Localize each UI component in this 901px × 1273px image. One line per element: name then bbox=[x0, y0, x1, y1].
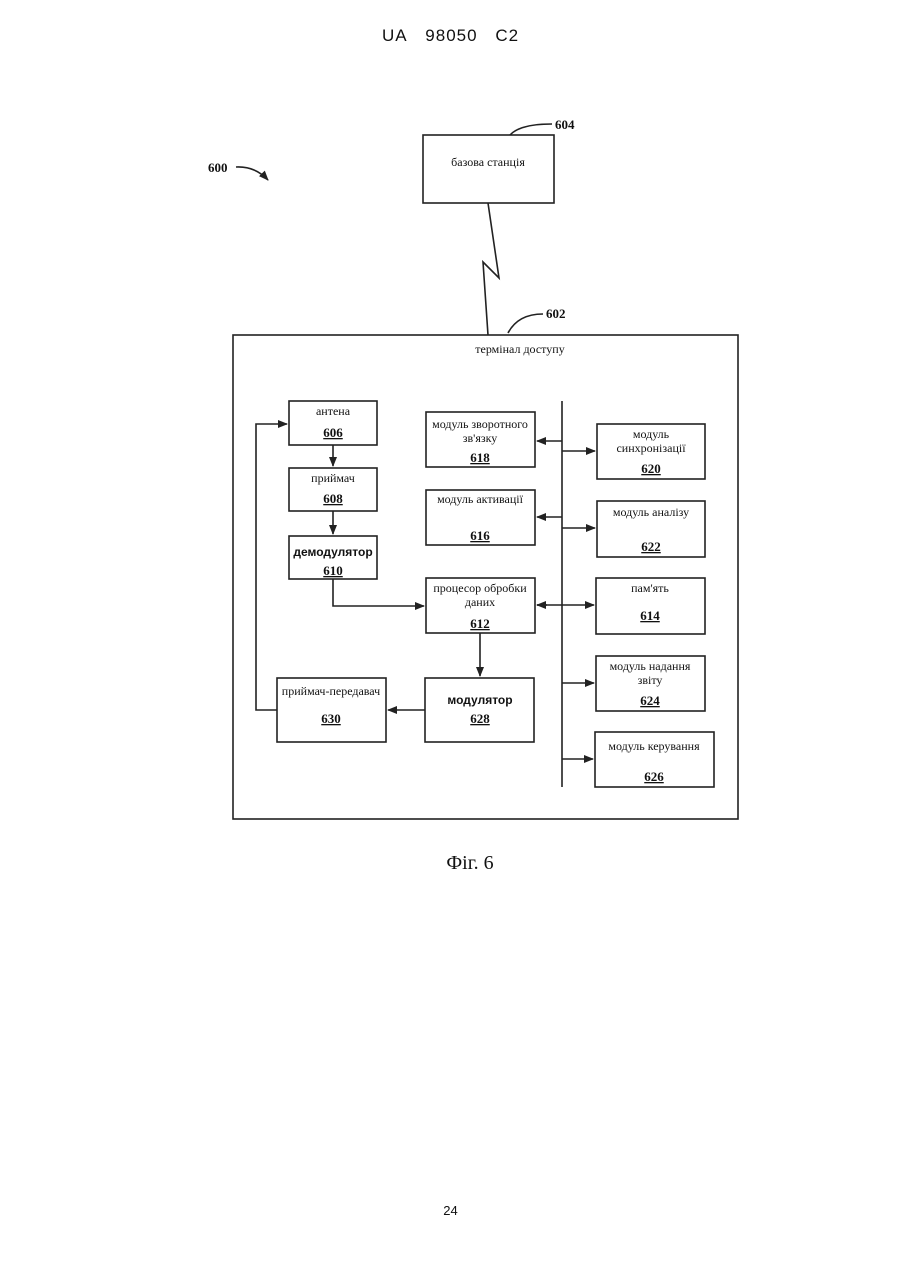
base-station-box bbox=[423, 135, 554, 203]
processor-number: 612 bbox=[470, 616, 490, 631]
feedback-label-line1: модуль зворотного bbox=[432, 417, 528, 431]
ref-602: 602 bbox=[546, 306, 566, 321]
control-label: модуль керування bbox=[608, 739, 700, 753]
ref-600-arrow bbox=[236, 167, 268, 180]
figure-caption: Фіг. 6 bbox=[0, 852, 901, 875]
receiver-label: приймач bbox=[311, 471, 355, 485]
activation-label: модуль активації bbox=[437, 492, 524, 506]
ref-604: 604 bbox=[555, 117, 575, 132]
report-number: 624 bbox=[640, 693, 660, 708]
analysis-number: 622 bbox=[641, 539, 661, 554]
transceiver-to-antenna-arrow bbox=[256, 424, 287, 710]
antenna-number: 606 bbox=[323, 425, 343, 440]
memory-label: пам'ять bbox=[631, 581, 669, 595]
ref-604-leader bbox=[510, 124, 552, 135]
transceiver-number: 630 bbox=[321, 711, 341, 726]
demodulator-label: демодулятор bbox=[293, 545, 372, 559]
demodulator-to-processor-arrow bbox=[333, 579, 424, 606]
report-label-line2: звіту bbox=[638, 673, 663, 687]
analysis-label: модуль аналізу bbox=[613, 505, 689, 519]
page-number: 24 bbox=[0, 1203, 901, 1218]
sync-number: 620 bbox=[641, 461, 661, 476]
sync-label-line2: синхронізації bbox=[616, 441, 686, 455]
processor-label-line1: процесор обробки bbox=[433, 581, 527, 595]
control-number: 626 bbox=[644, 769, 664, 784]
processor-label-line2: даних bbox=[465, 595, 495, 609]
access-terminal-label: термінал доступу bbox=[475, 342, 564, 356]
modulator-number: 628 bbox=[470, 711, 490, 726]
demodulator-number: 610 bbox=[323, 563, 343, 578]
report-label-line1: модуль надання bbox=[610, 659, 691, 673]
ref-602-leader bbox=[508, 314, 543, 333]
receiver-number: 608 bbox=[323, 491, 343, 506]
transceiver-label: приймач-передавач bbox=[282, 684, 380, 698]
memory-number: 614 bbox=[640, 608, 660, 623]
wireless-link-icon bbox=[483, 203, 499, 335]
modulator-block bbox=[425, 678, 534, 742]
modulator-label: модулятор bbox=[447, 693, 512, 707]
antenna-label: антена bbox=[316, 404, 351, 418]
base-station-label: базова станція bbox=[451, 155, 525, 169]
sync-label-line1: модуль bbox=[633, 427, 670, 441]
feedback-number: 618 bbox=[470, 450, 490, 465]
ref-600: 600 bbox=[208, 160, 228, 175]
feedback-label-line2: зв'язку bbox=[463, 431, 498, 445]
activation-number: 616 bbox=[470, 528, 490, 543]
